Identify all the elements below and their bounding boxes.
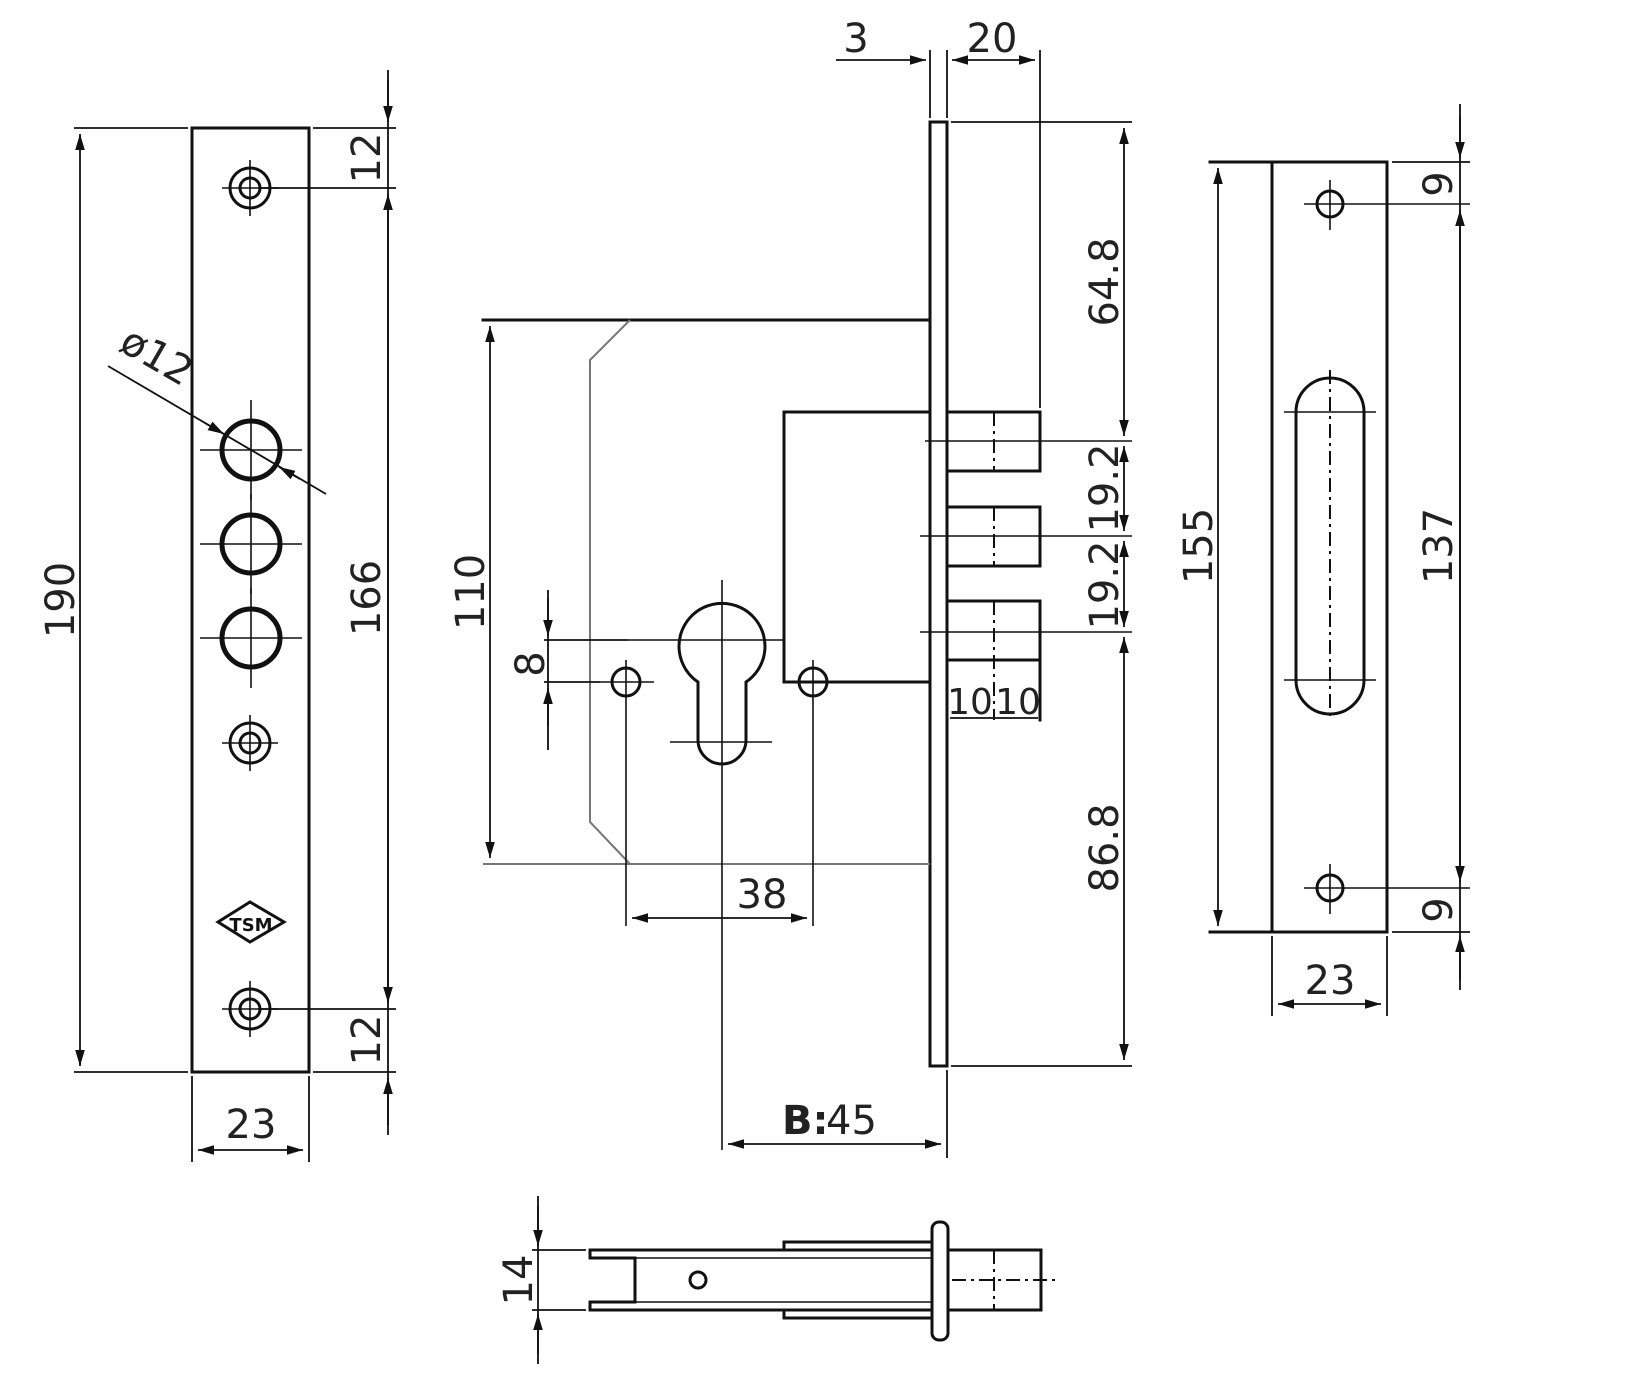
dim-bolt-width-2: 10 bbox=[995, 682, 1041, 723]
front-plate-outline bbox=[190, 126, 311, 1074]
front-screw-hole-middle bbox=[222, 715, 278, 771]
top-view-pin bbox=[688, 1270, 708, 1290]
dim-bolt-spacing-2: 19.2 bbox=[1082, 540, 1128, 629]
dim-case-screw-spacing: 38 bbox=[737, 872, 788, 918]
dim-top-view-thickness: 14 bbox=[496, 1255, 542, 1306]
dim-hole-diameter: ø12 bbox=[112, 318, 200, 396]
dim-backset-prefix: B: bbox=[782, 1098, 828, 1144]
dim-case-height: 110 bbox=[448, 554, 494, 630]
dim-bolt-spacing-1: 19.2 bbox=[1082, 443, 1128, 532]
strike-plate-outline bbox=[1270, 160, 1389, 934]
dim-bottom-to-bolt: 86.8 bbox=[1082, 803, 1128, 892]
bolt-hole-3 bbox=[200, 588, 302, 688]
dim-strike-top-offset: 9 bbox=[1416, 171, 1462, 196]
strike-screw-hole-bottom bbox=[1304, 864, 1470, 914]
dim-backset-value: 45 bbox=[826, 1098, 877, 1144]
case-screw-hole-left bbox=[600, 660, 654, 926]
dim-cylinder-offset: 8 bbox=[508, 651, 554, 676]
svg-text:TSM: TSM bbox=[229, 915, 272, 936]
bolt-3 bbox=[920, 599, 1132, 720]
bolt-2 bbox=[920, 505, 1132, 568]
case-screw-hole-right bbox=[788, 660, 842, 926]
dim-front-height: 190 bbox=[38, 562, 84, 638]
dim-bolt-width-1: 10 bbox=[947, 682, 993, 723]
strike-plate-view: 155 9 137 9 23 bbox=[1176, 104, 1470, 1016]
lock-top-view: 14 bbox=[496, 1196, 1058, 1364]
dim-top-to-bolt: 64.8 bbox=[1082, 237, 1128, 326]
bolt-1 bbox=[925, 410, 1132, 473]
dim-strike-width: 23 bbox=[1305, 958, 1356, 1004]
manufacturer-logo-icon: TSM bbox=[215, 900, 287, 944]
dim-faceplate-thickness: 3 bbox=[843, 16, 868, 62]
dim-front-top-offset: 12 bbox=[344, 133, 390, 184]
dim-strike-bottom-offset: 9 bbox=[1416, 897, 1462, 922]
dim-strike-hole-spacing: 137 bbox=[1416, 508, 1462, 584]
front-plate-view: TSM 190 23 12 166 12 ø12 bbox=[38, 70, 396, 1162]
cylinder-hole bbox=[670, 580, 772, 1150]
dim-bolt-throw: 20 bbox=[967, 16, 1018, 62]
strike-screw-hole-top bbox=[1304, 180, 1470, 230]
dim-front-screw-spacing: 166 bbox=[344, 560, 390, 636]
faceplate bbox=[928, 120, 949, 1068]
dim-front-bottom-offset: 12 bbox=[344, 1015, 390, 1066]
lock-body-view: 3 20 64.8 19.2 19.2 86.8 10 10 110 8 38 bbox=[448, 16, 1132, 1158]
dim-front-width: 23 bbox=[226, 1102, 277, 1148]
top-view-faceplate bbox=[930, 1220, 950, 1342]
bolt-hole-2 bbox=[200, 494, 302, 594]
dim-strike-height: 155 bbox=[1176, 508, 1222, 584]
strike-slot bbox=[1284, 370, 1376, 720]
